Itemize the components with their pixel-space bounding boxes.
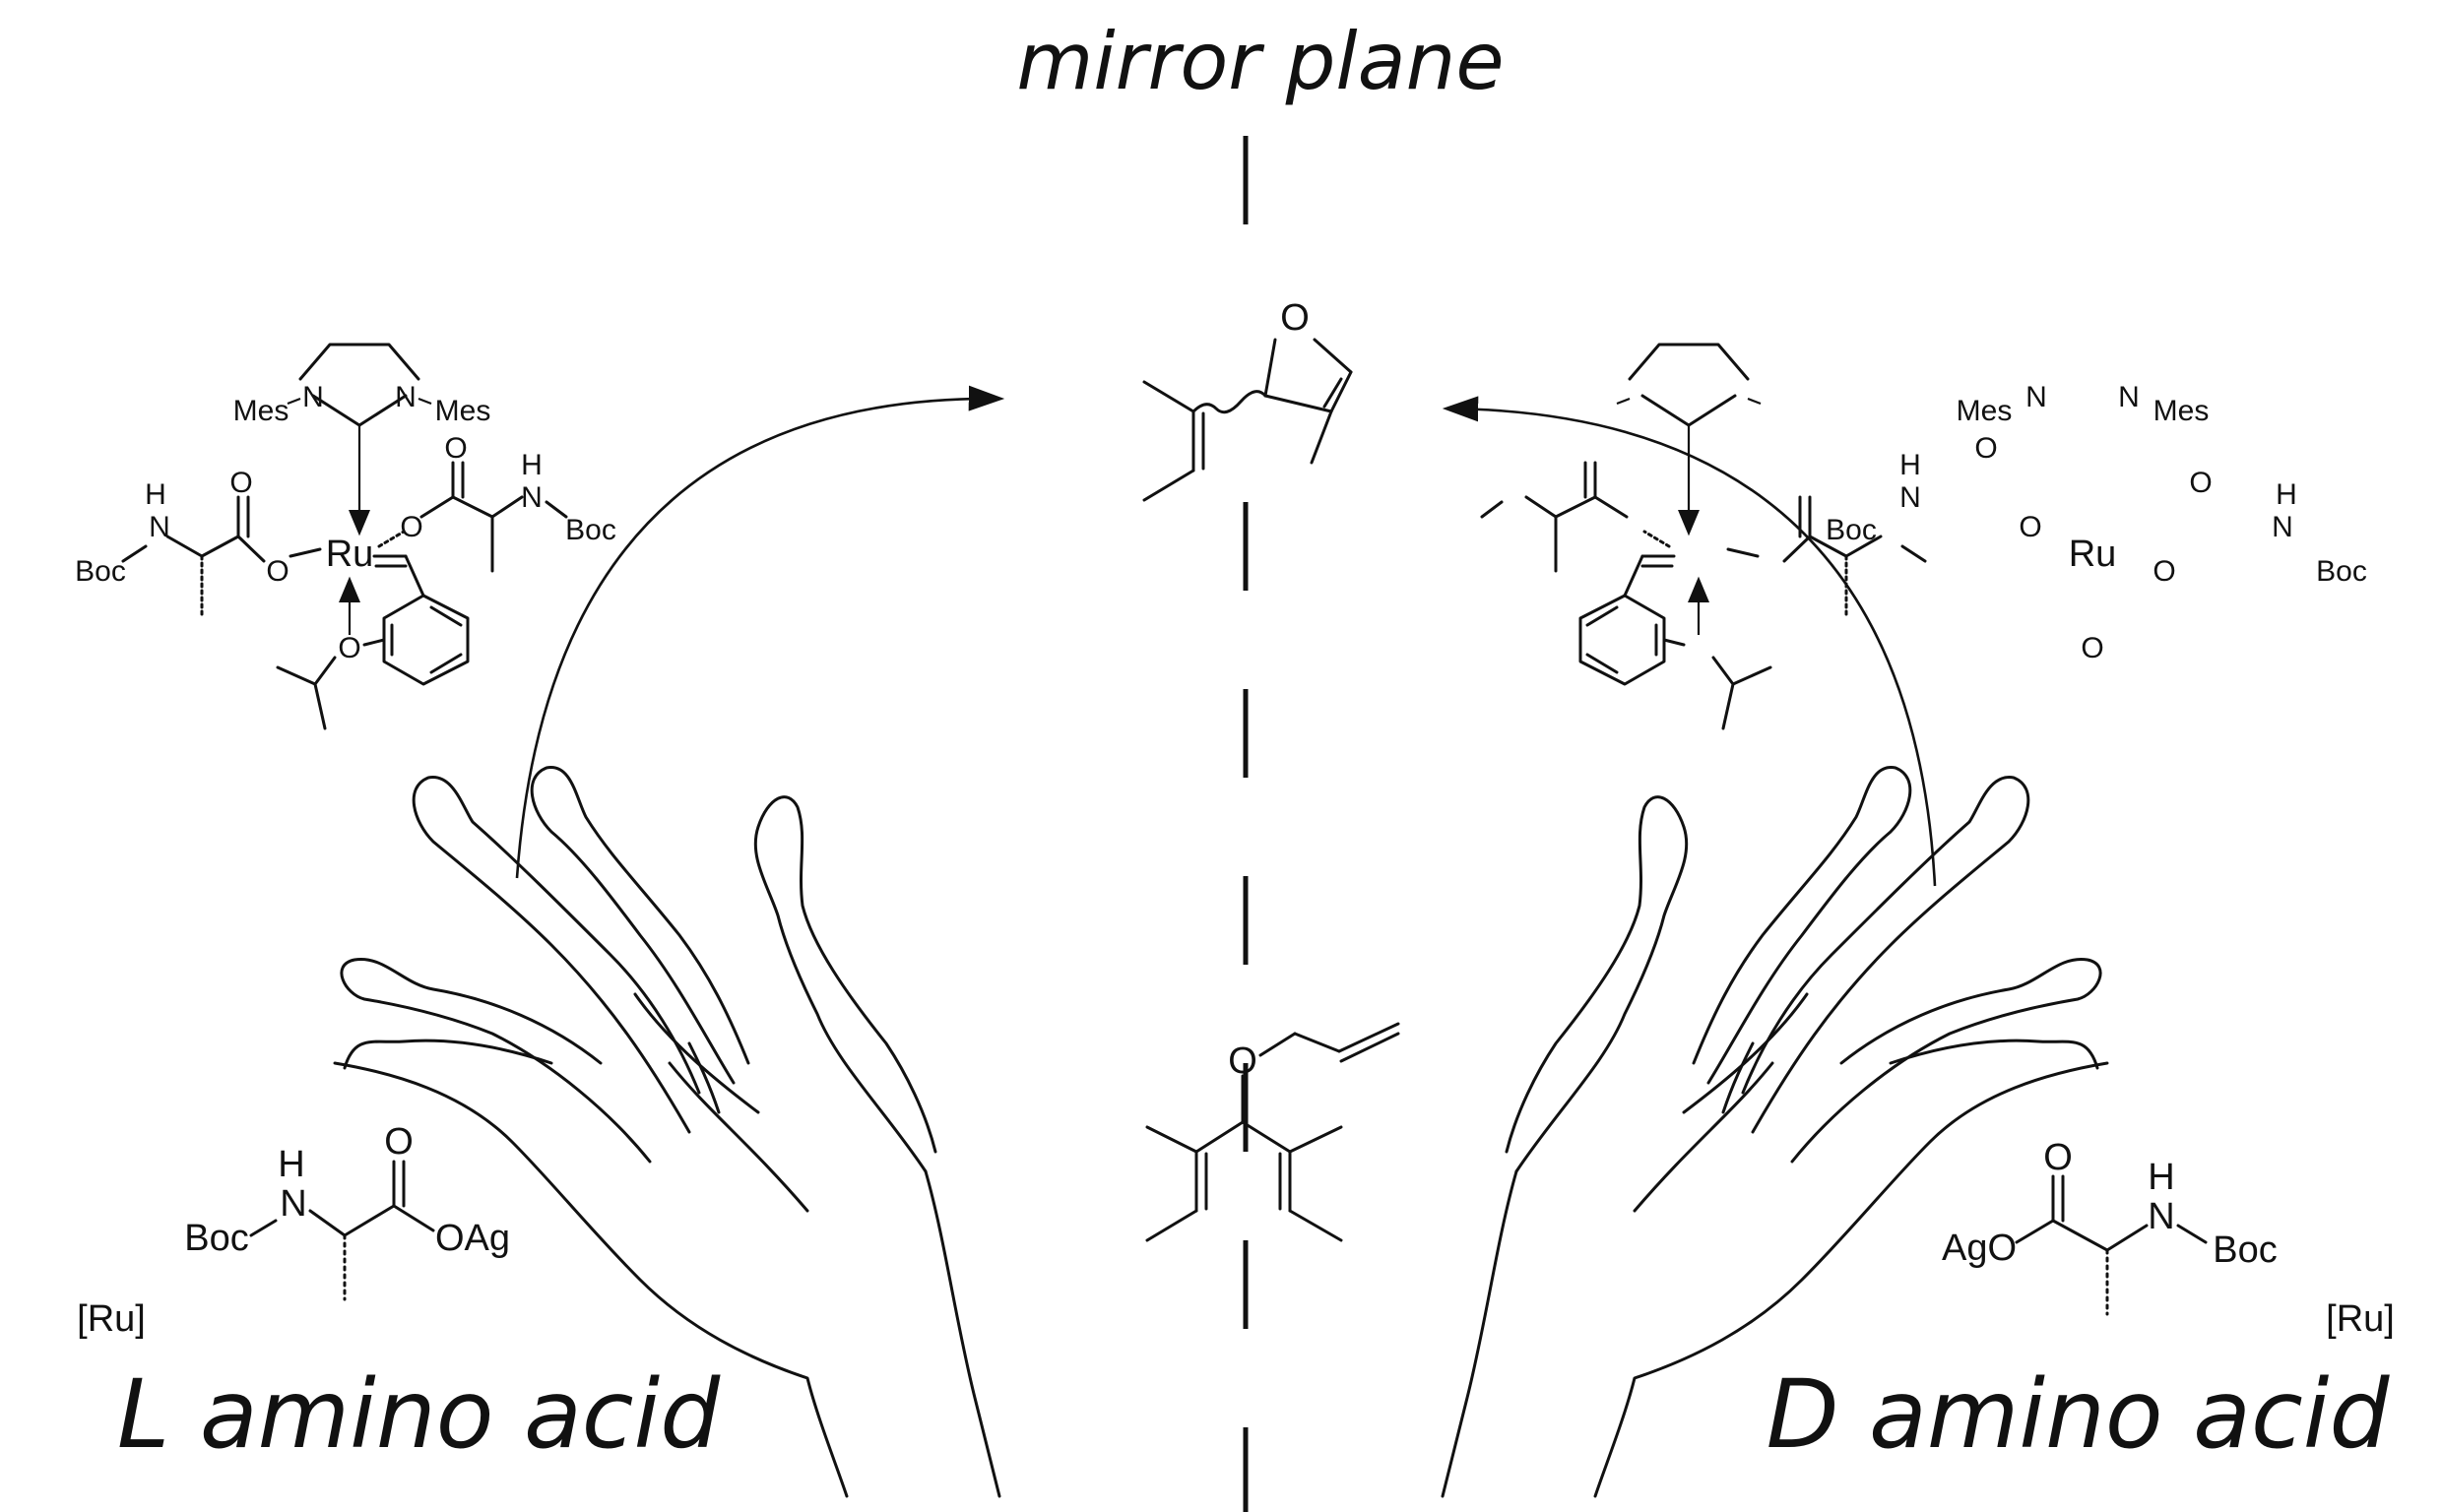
ether-oxygen-label: O [1228, 1040, 1257, 1082]
nitrogen-label: N [1899, 481, 1921, 514]
ruthenium-label: Ru [2069, 534, 2117, 575]
oxygen-label: O [2043, 1137, 2073, 1178]
right-ru-complex [1480, 343, 1927, 730]
oxygen-label: O [2081, 632, 2103, 664]
ru-tag-left: [Ru] [77, 1298, 146, 1340]
boc-label: Boc [2213, 1229, 2277, 1271]
hydrogen-label: H [2148, 1157, 2174, 1198]
mes-label: Mes [1957, 395, 2013, 427]
right-ru-complex-labels: Mes N N Mes Ru O O N H Boc O O N H Boc O [1826, 381, 2367, 664]
ago-label: AgO [1942, 1228, 2017, 1269]
oxygen-label: O [338, 632, 360, 664]
d-amino-acid-label: D amino acid [1767, 1359, 2391, 1470]
nitrogen-label: N [2025, 381, 2047, 413]
hydrogen-label: H [2276, 478, 2297, 511]
oxygen-label: O [2019, 511, 2041, 543]
oxygen-label: O [2189, 467, 2212, 499]
hydrogen-label: H [521, 449, 543, 481]
oag-label: OAg [435, 1218, 510, 1259]
nitrogen-label: N [2148, 1196, 2174, 1237]
nitrogen-label: N [2118, 381, 2140, 413]
l-amino-acid-label: L amino acid [117, 1359, 721, 1470]
oxygen-label: O [444, 432, 467, 465]
ru-tag-right: [Ru] [2326, 1298, 2395, 1340]
boc-label: Boc [75, 555, 126, 588]
nitrogen-label: N [521, 481, 543, 514]
left-arc-arrow [515, 385, 1005, 879]
left-hand-icon [333, 766, 1001, 1498]
substrate-allyl-ether: O [1145, 1022, 1400, 1242]
nitrogen-label: N [395, 381, 417, 413]
hydrogen-label: H [145, 478, 166, 511]
nitrogen-label: N [2272, 511, 2293, 543]
boc-label: Boc [2316, 555, 2367, 588]
right-arc-arrow [1442, 396, 1937, 887]
left-boc-ala-oag: Boc N H O OAg [184, 1121, 510, 1301]
hydrogen-label: H [278, 1144, 304, 1185]
ruthenium-label: Ru [326, 534, 374, 575]
oxygen-label: O [1974, 432, 1997, 465]
mes-label: Mes [435, 395, 491, 427]
right-ago-ala-boc: AgO O N H Boc [1942, 1137, 2278, 1316]
mirror-plane-title: mirror plane [1016, 16, 1504, 107]
oxygen-label: O [400, 511, 422, 543]
furan-oxygen-label: O [1280, 297, 1310, 339]
oxygen-label: O [229, 467, 252, 499]
oxygen-label: O [266, 555, 289, 588]
nitrogen-label: N [302, 381, 324, 413]
hydrogen-label: H [1899, 449, 1921, 481]
mes-label: Mes [233, 395, 289, 427]
boc-label: Boc [565, 514, 616, 546]
mes-label: Mes [2153, 395, 2210, 427]
product-dihydrofuran: O [1142, 297, 1353, 502]
oxygen-label: O [2153, 555, 2175, 588]
boc-label: Boc [1826, 514, 1877, 546]
left-ru-complex: Mes N N Mes Ru O O N H Boc O O N H [75, 343, 616, 730]
oxygen-label: O [384, 1121, 414, 1163]
right-hand-icon [1441, 766, 2109, 1498]
boc-label: Boc [184, 1218, 248, 1259]
nitrogen-label: N [280, 1183, 306, 1225]
nitrogen-label: N [149, 511, 170, 543]
